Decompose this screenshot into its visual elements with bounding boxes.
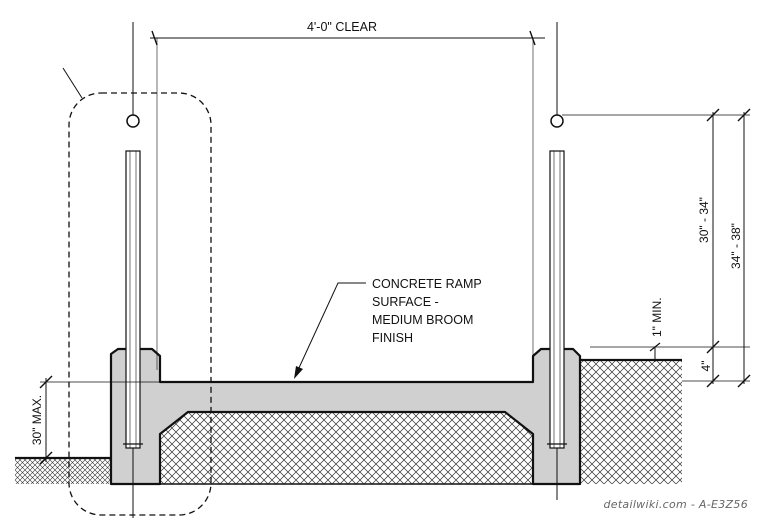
clear-width-label: 4'-0" CLEAR — [307, 20, 377, 34]
curb-height-label: 4" — [699, 361, 713, 372]
right-handrail-post — [547, 22, 567, 500]
ramp-note-line-1: CONCRETE RAMP — [372, 277, 482, 291]
post-height-label: 34" - 38" — [729, 223, 743, 269]
ramp-note-line-4: FINISH — [372, 331, 413, 345]
ramp-surface-note: CONCRETE RAMP SURFACE - MEDIUM BROOM FIN… — [294, 277, 482, 379]
ramp-note-line-3: MEDIUM BROOM — [372, 313, 473, 327]
left-handrail-post — [123, 22, 143, 518]
ramp-note-line-2: SURFACE - — [372, 295, 439, 309]
rail-height-label: 30" - 34" — [697, 197, 711, 243]
credit-text: detailwiki.com - A-E3Z56 — [603, 498, 748, 511]
max-height-label: 30" MAX. — [30, 395, 44, 445]
clear-width-dimension: 4'-0" CLEAR — [150, 20, 545, 370]
right-dimensions: 30" - 34" 34" - 38" 1" MIN. 4" — [562, 108, 751, 388]
concrete-ramp-slab — [109, 347, 582, 486]
left-dimension: 30" MAX. — [30, 375, 160, 465]
earth-fill — [15, 358, 682, 485]
alternate-detail-bubble — [62, 67, 212, 516]
min-gap-label: 1" MIN. — [650, 297, 664, 337]
